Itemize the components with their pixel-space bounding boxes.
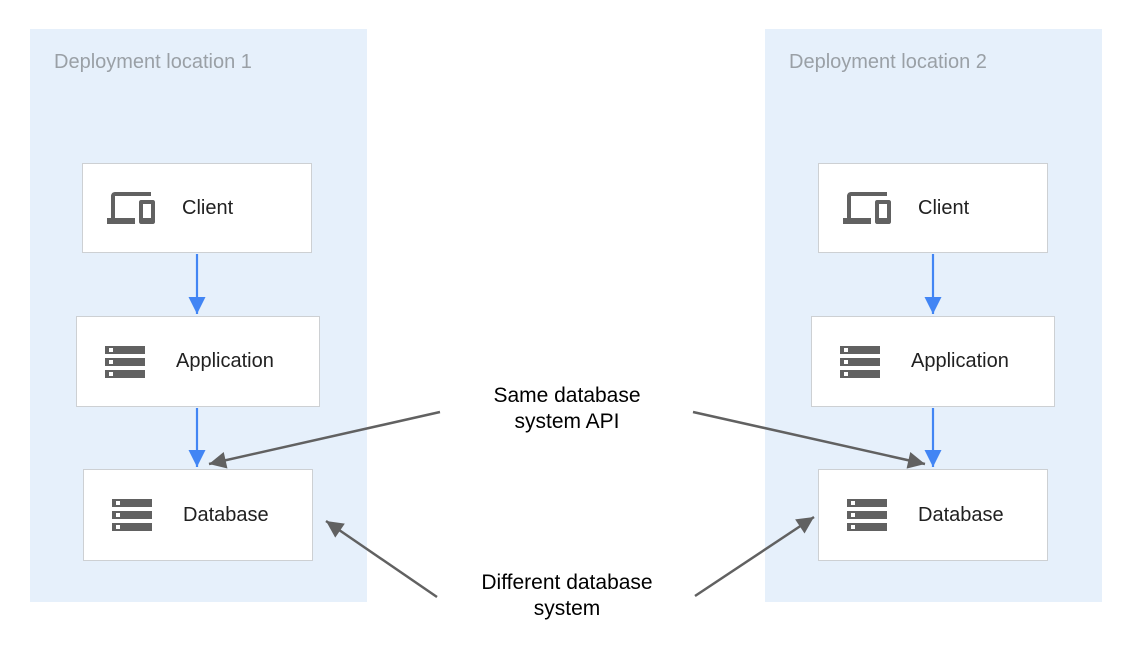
client-node: Client <box>82 163 312 253</box>
node-label: Client <box>918 196 970 219</box>
client-node: Client <box>818 163 1048 253</box>
panel-title: Deployment location 1 <box>54 51 252 73</box>
node-label: Database <box>183 503 269 526</box>
database-node: Database <box>818 469 1048 561</box>
same-api-label-line1: Same database <box>493 384 641 407</box>
same-api-label: Same database system API <box>437 383 697 435</box>
node-label: Client <box>182 196 234 219</box>
server-stack-icon <box>112 499 152 531</box>
server-stack-icon <box>105 345 145 378</box>
different-system-label-line2: system <box>533 597 601 620</box>
application-node: Application <box>76 316 320 407</box>
database-node: Database <box>83 469 313 561</box>
server-stack-icon <box>847 499 887 531</box>
application-node: Application <box>811 316 1055 407</box>
different-system-label-line1: Different database <box>481 571 653 594</box>
node-label: Application <box>176 350 274 372</box>
panel-title: Deployment location 2 <box>789 51 987 73</box>
node-label: Database <box>918 503 1004 526</box>
devices-icon <box>843 192 891 224</box>
different-system-label: Different database system <box>437 570 697 622</box>
node-label: Application <box>911 350 1009 372</box>
same-api-label-line2: system API <box>514 410 620 433</box>
devices-icon <box>107 192 155 224</box>
server-stack-icon <box>840 345 880 378</box>
